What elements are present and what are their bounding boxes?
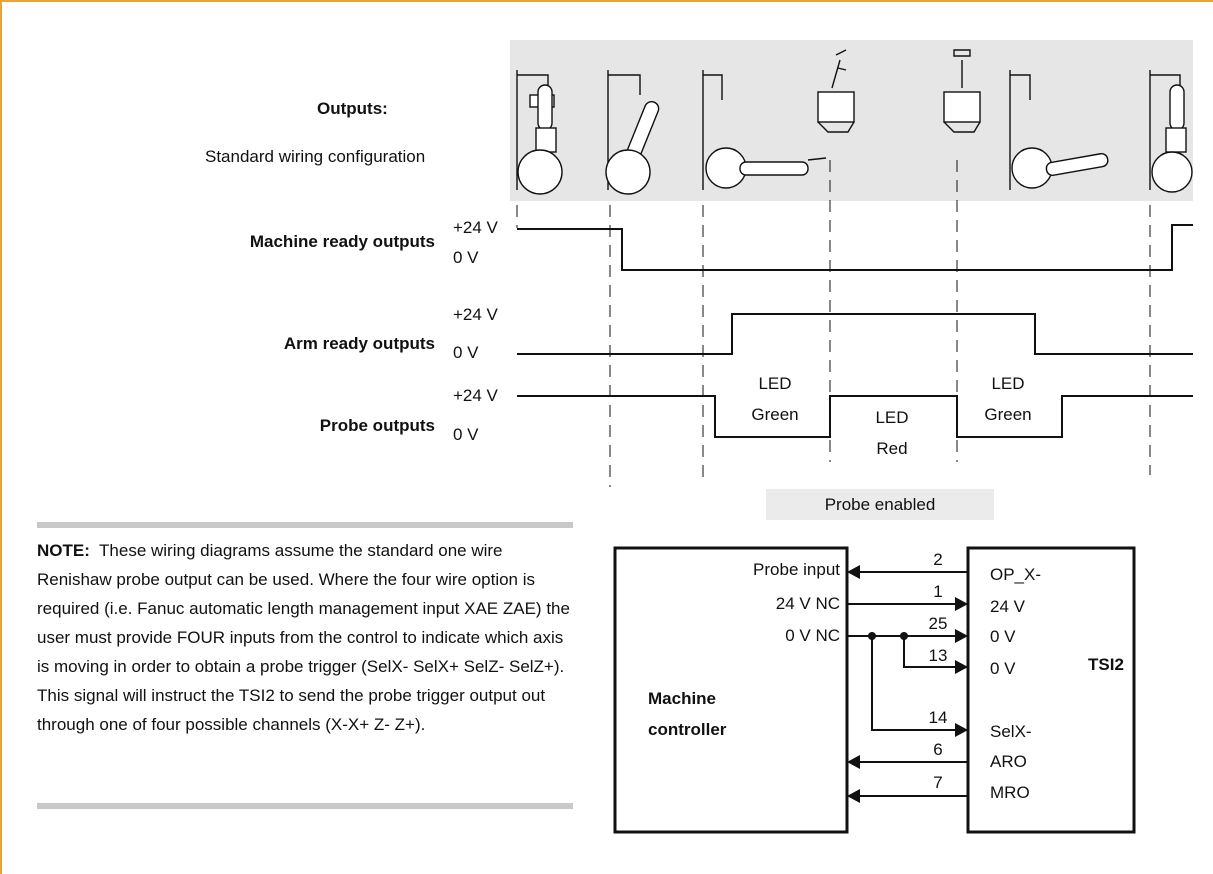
junction-dot-1 [868,632,876,640]
arm-deployed-illustration-1 [702,70,827,190]
tsi2-title: TSI2 [1088,655,1124,674]
probe-low-voltage: 0 V [453,425,479,444]
arm-stowed-illustration-2 [1149,70,1193,193]
probe-enabled-label: Probe enabled [766,489,994,520]
tsi2-port-op-x: OP_X- [990,565,1042,584]
machine-controller-title-2: controller [648,720,727,739]
outputs-title: Outputs: [317,99,388,118]
probe-outputs-label: Probe outputs [319,416,435,435]
pin-2: 2 [933,550,943,569]
probe-high-voltage: +24 V [453,386,498,405]
machine-ready-outputs-label: Machine ready outputs [249,232,435,251]
led-1-label: LED [758,374,792,393]
spindle-tool-illustration-2 [943,49,981,133]
led-2-label: LED [875,408,909,427]
arrow-pin-6 [847,755,860,769]
arrow-pin-1 [955,597,968,611]
note-block: NOTE: These wiring diagrams assume the s… [37,536,573,739]
note-heading: NOTE: [37,541,90,560]
tsi2-port-aro: ARO [990,752,1027,771]
arrow-pin-13 [955,660,968,674]
pin-25: 25 [928,614,948,633]
wiring-arrowheads [847,565,968,803]
arrow-pin-7 [847,789,860,803]
arm-ready-waveform [517,313,1193,355]
machine-controller-title-1: Machine [648,689,717,708]
wiring-boxes [613,546,1136,834]
spindle-tool-illustration-1 [817,49,855,133]
frame-left-border [0,0,2,874]
note-top-rule [37,522,573,528]
wiring-lines [847,571,968,797]
arrow-pin-14 [955,723,968,737]
probe-output-waveform [517,395,1193,438]
port-0v-nc: 0 V NC [785,626,840,645]
machine-ready-waveform [517,224,1193,271]
arm-deployed-illustration-2 [1009,70,1109,190]
pin-1: 1 [933,582,943,601]
port-24v-nc: 24 V NC [775,594,840,613]
probe-arm-illustrations [516,49,1193,195]
pin-7: 7 [933,773,943,792]
led-1-color: Green [751,405,799,424]
note-bottom-rule [37,803,573,809]
arrow-pin-25 [955,629,968,643]
tsi2-port-0v-a: 0 V [990,627,1016,646]
standard-wiring-subtitle: Standard wiring configuration [205,147,426,166]
arrow-pin-2 [847,565,860,579]
tsi2-port-mro: MRO [990,783,1030,802]
frame-top-border [0,0,1213,2]
port-probe-input: Probe input [753,560,840,579]
led-3-color: Green [984,405,1032,424]
tsi2-box [966,546,1136,834]
arm-ready-outputs-label: Arm ready outputs [283,334,435,353]
led-2-color: Red [876,439,908,458]
pin-13: 13 [928,646,948,665]
junction-dot-2 [900,632,908,640]
timing-waveforms [517,224,1193,438]
pin-14: 14 [928,708,948,727]
tsi2-port-selx: SelX- [990,722,1032,741]
machine-ready-low-voltage: 0 V [453,248,479,267]
note-text: These wiring diagrams assume the standar… [37,541,570,734]
machine-ready-high-voltage: +24 V [453,218,498,237]
pin-6: 6 [933,740,943,759]
tsi2-port-24v: 24 V [990,597,1025,616]
arm-tilting-illustration [605,70,660,195]
tsi2-port-0v-b: 0 V [990,659,1016,678]
arm-ready-high-voltage: +24 V [453,305,498,324]
arm-stowed-illustration-1 [516,70,563,195]
arm-ready-low-voltage: 0 V [453,343,479,362]
led-3-label: LED [991,374,1025,393]
machine-controller-box [613,546,849,834]
